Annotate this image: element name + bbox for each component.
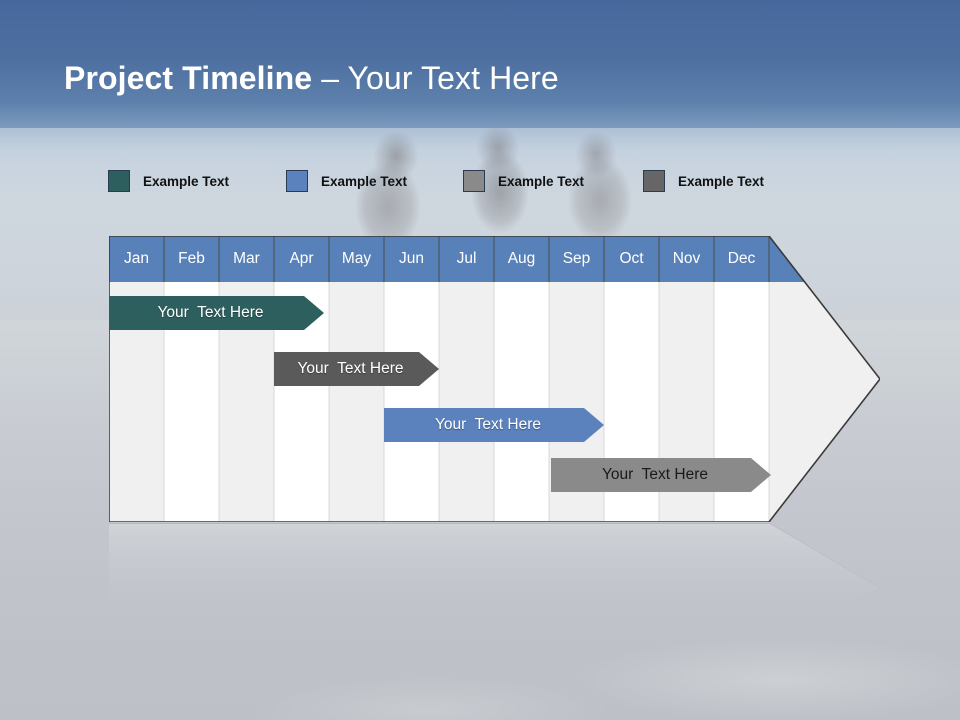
legend-swatch-gray-light [463,170,485,192]
legend-item-3[interactable]: Example Text [463,167,584,195]
page-title: Project Timeline – Your Text Here [64,60,559,97]
legend-swatch-gray-dark [643,170,665,192]
timeline-bar-2-label: Your Text Here [297,360,404,377]
timeline-bar-1-label: Your Text Here [157,304,264,321]
legend-label-2: Example Text [321,173,408,189]
timeline-bars: Your Text Here Your Text Here Your Text … [109,236,880,522]
month-label-jun: Jun [399,250,424,267]
title-band [0,0,960,128]
legend-item-1[interactable]: Example Text [108,167,229,195]
timeline-bar-3[interactable]: Your Text Here [384,408,604,442]
month-label-mar: Mar [233,250,260,267]
month-label-sep: Sep [562,250,591,267]
month-label-apr: Apr [289,250,314,267]
page-title-rest: – Your Text Here [312,60,559,96]
timeline-bar-2[interactable]: Your Text Here [274,352,439,386]
month-label-oct: Oct [619,250,644,267]
timeline-bar-4-label: Your Text Here [602,466,708,483]
month-label-dec: Dec [727,250,756,267]
month-label-jan: Jan [124,250,149,267]
legend-label-1: Example Text [143,173,230,189]
timeline-bar-1[interactable]: Your Text Here [109,296,324,330]
month-label-jul: Jul [456,250,477,267]
timeline-bar-4[interactable]: Your Text Here [551,458,771,492]
background-hills [0,560,960,720]
timeline-chart: Jan Feb Mar Apr May Jun Jul Aug Sep Oct … [109,236,880,522]
timeline-bar-1-shape [109,296,324,330]
month-label-feb: Feb [178,250,205,267]
legend-swatch-teal [108,170,130,192]
timeline-bar-3-label: Your Text Here [435,416,541,433]
legend-swatch-blue [286,170,308,192]
legend: Example Text Example Text Example Text E… [108,167,868,195]
timeline-bar-3-shape [384,408,604,442]
legend-item-4[interactable]: Example Text [643,167,764,195]
month-label-aug: Aug [507,250,536,267]
page-title-bold: Project Timeline [64,60,313,96]
timeline-bar-2-shape [274,352,439,386]
month-label-nov: Nov [672,250,701,267]
chart-arrow-shape [109,236,880,522]
timeline-bar-4-shape [551,458,771,492]
legend-label-3: Example Text [498,173,585,189]
legend-label-4: Example Text [678,173,765,189]
month-label-may: May [341,250,372,267]
legend-item-2[interactable]: Example Text [286,167,407,195]
